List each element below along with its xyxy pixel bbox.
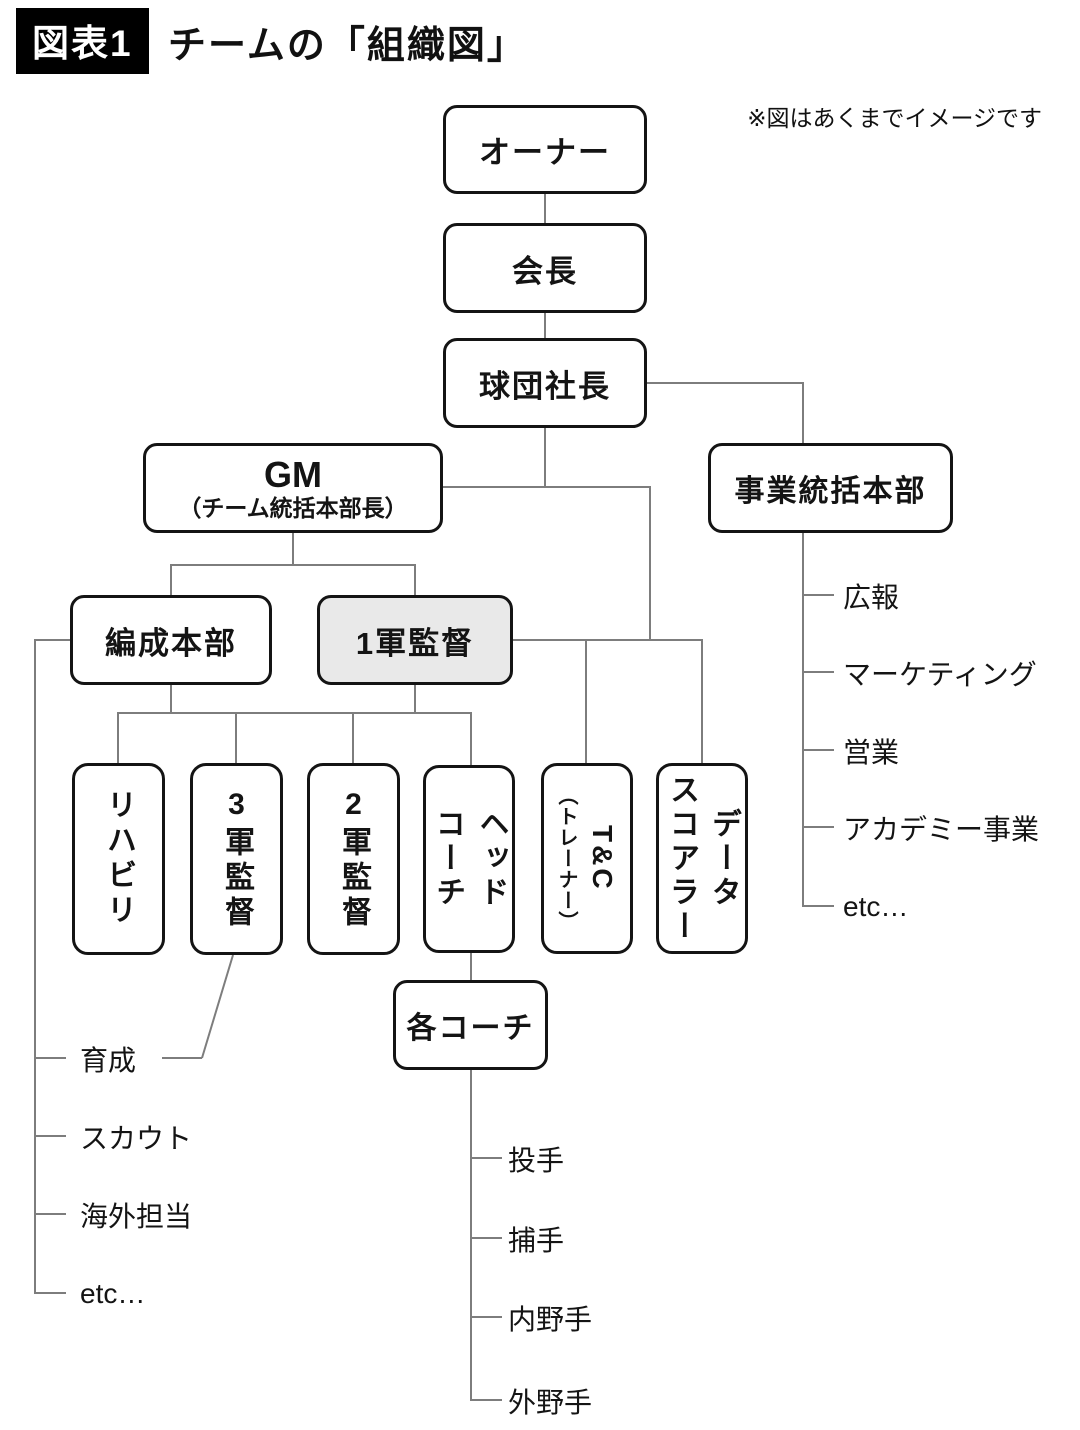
connector-line	[414, 564, 416, 597]
connector-tick	[802, 749, 834, 751]
box-second-team-manager-suffix: 軍監督	[337, 825, 370, 931]
connector-line	[117, 712, 119, 765]
connector-line	[544, 313, 546, 340]
connector-line	[802, 532, 804, 907]
business-list-item: 広報	[843, 582, 900, 613]
connector-line	[352, 712, 354, 765]
connector-tick	[802, 905, 834, 907]
connector-line	[470, 712, 472, 765]
box-second-team-manager: 2軍監督	[307, 763, 400, 955]
connector-tick	[470, 1237, 502, 1239]
roster-list-item: 育成	[80, 1045, 137, 1076]
connector-tick	[470, 1157, 502, 1159]
connector-tick	[34, 1135, 66, 1137]
connector-line	[544, 428, 546, 488]
connector-line	[513, 639, 703, 641]
box-tc-sublabel: （トレーナー）	[555, 785, 577, 932]
connector-line	[701, 640, 703, 765]
figure-note: ※図はあくまでイメージです	[747, 105, 1042, 131]
connector-tick	[802, 594, 834, 596]
box-rehab: リハビリ	[72, 763, 165, 955]
box-gm-sublabel: （チーム統括本部長）	[178, 495, 408, 522]
connector-tick	[34, 1213, 66, 1215]
box-chairman-label: 会長	[512, 253, 578, 289]
box-head-coach-label-1: ヘッド	[474, 808, 508, 910]
connector-line	[292, 532, 294, 566]
box-tc-trainer: T&C （トレーナー）	[541, 763, 633, 954]
box-gm-label: GM	[264, 454, 322, 496]
box-each-coach: 各コーチ	[393, 980, 548, 1070]
connector-line	[235, 712, 237, 765]
connector-diagonal	[201, 954, 234, 1059]
box-data-scorer-label-2: スコアラー	[665, 773, 698, 944]
connector-tick	[802, 671, 834, 673]
box-club-president-label: 球団社長	[479, 368, 611, 404]
connector-line	[642, 382, 804, 384]
connector-line	[544, 194, 546, 224]
business-list-item: etc…	[843, 891, 909, 922]
connector-line	[470, 1070, 472, 1401]
box-head-coach: ヘッド コーチ	[423, 765, 515, 953]
business-list-item: マーケティング	[843, 659, 1037, 690]
connector-line	[585, 640, 587, 765]
connector-tick	[470, 1399, 502, 1401]
box-data-scorer-label-1: データ	[707, 807, 740, 910]
position-list-item: 捕手	[508, 1225, 565, 1256]
connector-line	[802, 383, 804, 445]
connector-tick	[470, 1316, 502, 1318]
position-list-item: 外野手	[508, 1387, 593, 1418]
box-third-team-manager-num: 3	[220, 787, 253, 826]
box-each-coach-label: 各コーチ	[406, 1012, 535, 1045]
connector-line	[470, 953, 472, 982]
connector-line	[170, 564, 416, 566]
box-owner: オーナー	[443, 105, 647, 194]
connector-tick	[34, 1292, 66, 1294]
box-head-coach-label-2: コーチ	[431, 808, 464, 910]
connector-line	[443, 486, 651, 488]
box-second-team-manager-num: 2	[337, 787, 370, 826]
box-business-hq: 事業統括本部	[708, 443, 953, 533]
figure-number-badge: 図表1	[16, 8, 149, 74]
connector-line	[414, 684, 416, 714]
box-owner-label: オーナー	[479, 135, 611, 170]
box-third-team-manager-suffix: 軍監督	[220, 825, 253, 931]
box-roster-hq-label: 編成本部	[105, 625, 237, 661]
box-roster-hq: 編成本部	[70, 595, 272, 685]
figure-title: チームの「組織図」	[168, 25, 527, 67]
connector-line	[34, 639, 36, 1294]
box-club-president: 球団社長	[443, 338, 647, 428]
connector-line	[34, 639, 72, 641]
roster-list-item: etc…	[80, 1278, 146, 1309]
connector-line	[170, 564, 172, 597]
box-chairman: 会長	[443, 223, 647, 313]
business-list-item: アカデミー事業	[843, 814, 1040, 845]
business-list-item: 営業	[843, 737, 900, 768]
connector-line	[649, 486, 651, 641]
connector-line	[117, 712, 472, 714]
box-rehab-label: リハビリ	[102, 789, 135, 929]
position-list-item: 投手	[508, 1145, 565, 1176]
box-first-team-manager: 1軍監督	[317, 595, 513, 685]
connector-tick	[34, 1057, 66, 1059]
connector-line	[170, 684, 172, 714]
position-list-item: 内野手	[508, 1304, 593, 1335]
roster-list-item: 海外担当	[80, 1201, 193, 1232]
connector-line	[162, 1057, 202, 1059]
box-data-scorer: データ スコアラー	[656, 763, 748, 954]
box-first-team-manager-label: 1軍監督	[355, 625, 475, 661]
connector-tick	[802, 826, 834, 828]
box-tc-label: T&C	[587, 825, 618, 892]
box-third-team-manager: 3軍監督	[190, 763, 283, 955]
box-business-hq-label: 事業統括本部	[734, 475, 927, 508]
roster-list-item: スカウト	[80, 1123, 193, 1154]
box-gm: GM （チーム統括本部長）	[143, 443, 443, 533]
